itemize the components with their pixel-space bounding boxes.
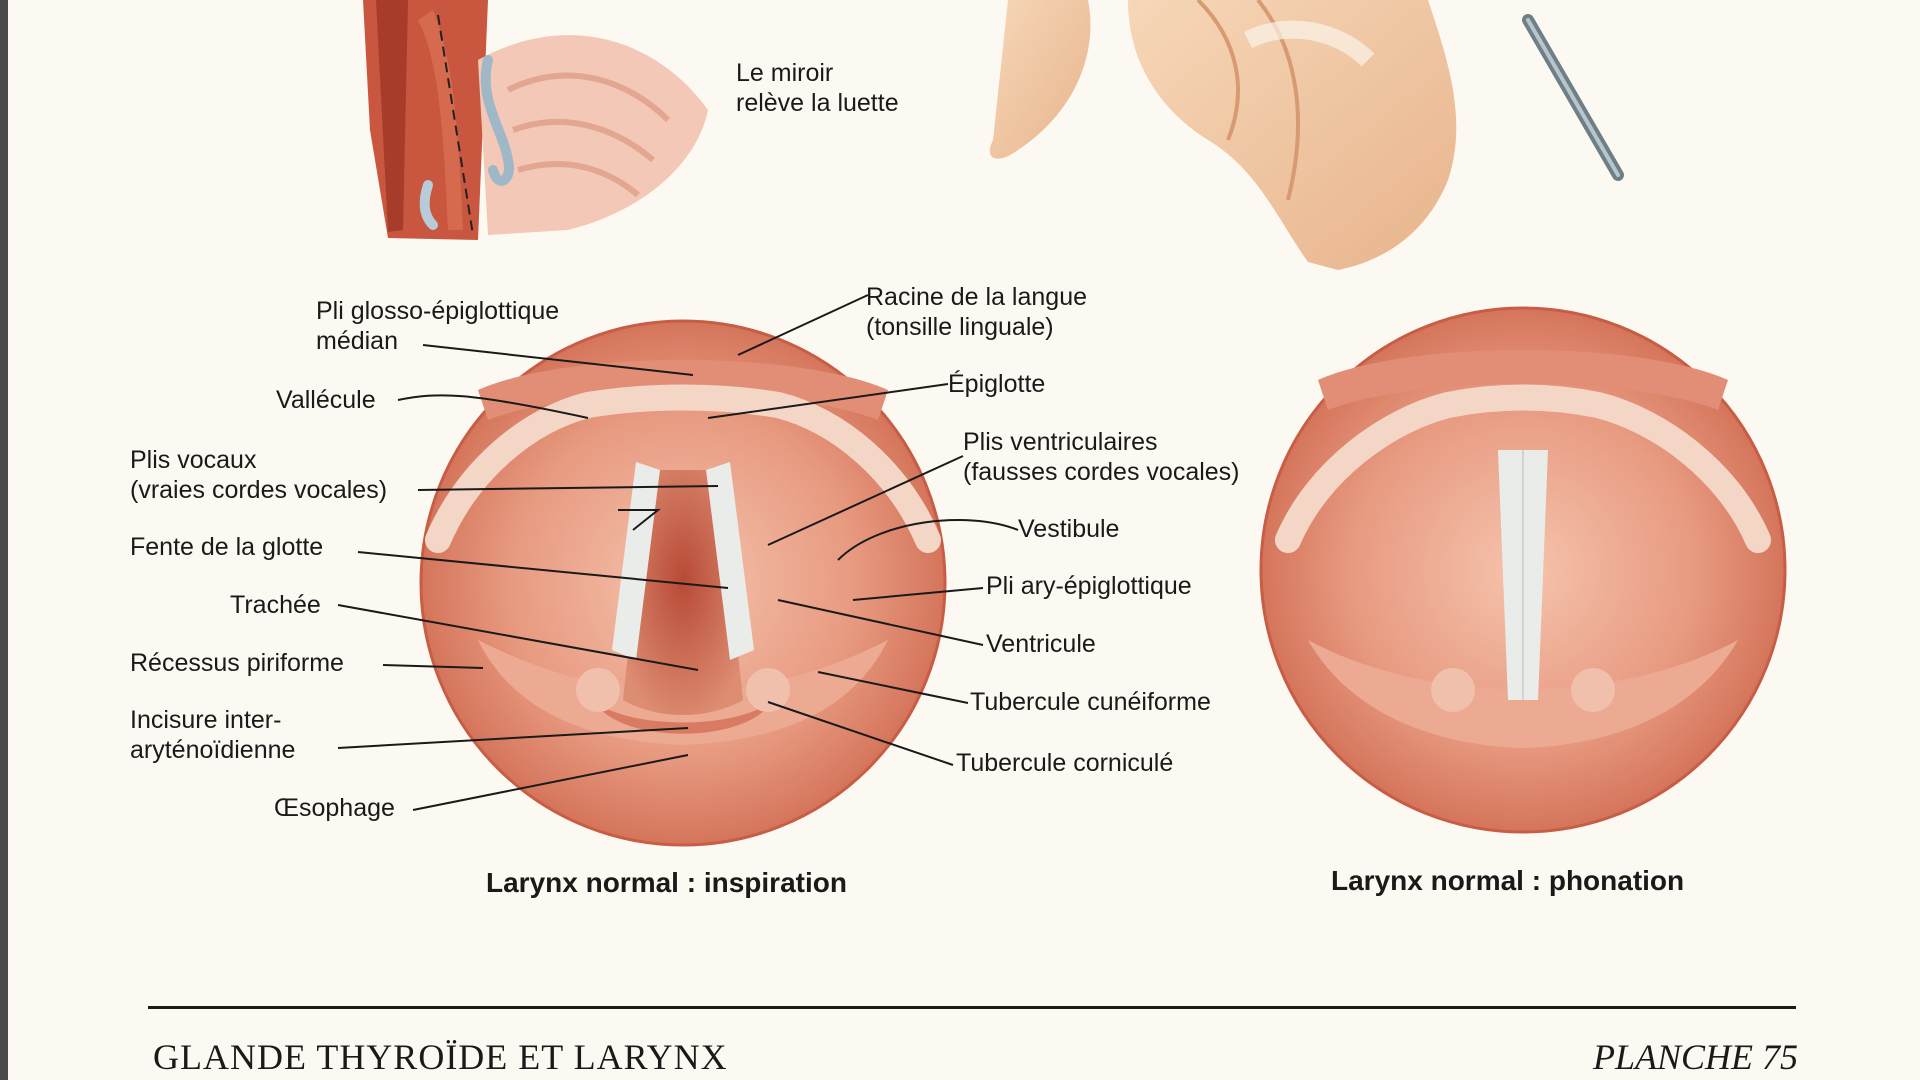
label-plis-ventriculaires: Plis ventriculaires (fausses cordes voca… [963, 427, 1240, 487]
leader-pli-ary [852, 587, 984, 601]
larynx-phonation-illustration [1259, 306, 1787, 834]
leader-incisure [337, 727, 689, 749]
anatomy-plate: Le miroir relève la luette Pli glosso-ép… [8, 0, 1920, 1080]
leader-trachee [337, 604, 699, 671]
label-incisure-line2: aryténoïdienne [130, 736, 296, 764]
larynx-inspiration-illustration [419, 319, 947, 847]
leader-oesophage [412, 754, 689, 811]
label-plis-vocaux-line2: (vraies cordes vocales) [130, 476, 388, 504]
label-pli-ary-epiglottique: Pli ary-épiglottique [986, 572, 1192, 600]
leader-ventricule [777, 599, 984, 646]
label-oesophage: Œsophage [274, 794, 395, 822]
illustration [337, 0, 1787, 847]
footer-plate-number: PLANCHE 75 [1592, 1037, 1798, 1077]
footer-rule [148, 1006, 1796, 1009]
leader-epiglotte [707, 383, 949, 419]
leader-pli-glosso [422, 344, 694, 376]
label-pli-glosso-line1: Pli glosso-épiglottique [316, 297, 560, 325]
leader-recessus [382, 664, 484, 669]
label-racine-langue: Racine de la langue (tonsille linguale) [866, 282, 1087, 342]
label-incisure-interarytenoidienne: Incisure inter- aryténoïdienne [130, 705, 295, 765]
leader-vallecule [397, 394, 589, 419]
label-fente-glotte: Fente de la glotte [130, 533, 324, 561]
footer-title: GLANDE THYROÏDE ET LARYNX [153, 1037, 728, 1077]
label-trachee: Trachée [230, 591, 321, 619]
leader-racine [737, 294, 869, 356]
leader-tub-cuneiforme [817, 671, 969, 704]
label-mirror-line2: relève la luette [736, 89, 899, 117]
label-plis-vocaux: Plis vocaux (vraies cordes vocales) [130, 445, 387, 505]
label-vallecule: Vallécule [276, 386, 376, 414]
caption-inspiration: Larynx normal : inspiration [486, 867, 847, 898]
label-epiglotte: Épiglotte [948, 370, 1046, 398]
caption-phonation: Larynx normal : phonation [1331, 865, 1685, 896]
label-tubercule-cuneiforme: Tubercule cunéiforme [970, 688, 1211, 716]
leader-lines [337, 294, 1019, 811]
label-incisure-line1: Incisure inter- [130, 706, 282, 734]
label-racine-line1: Racine de la langue [866, 283, 1087, 311]
leader-plis-vocaux-fork [618, 509, 661, 531]
label-tubercule-cornicule: Tubercule corniculé [956, 749, 1174, 777]
label-pli-glosso-epiglottique: Pli glosso-épiglottique médian [316, 296, 559, 356]
leader-tub-cornicule [767, 701, 954, 766]
label-vestibule: Vestibule [1018, 515, 1120, 543]
label-mirror-line1: Le miroir [736, 59, 834, 87]
label-pli-glosso-line2: médian [316, 327, 398, 355]
leader-vestibule [837, 519, 1019, 561]
label-recessus-piriforme: Récessus piriforme [130, 649, 344, 677]
label-plis-vocaux-line1: Plis vocaux [130, 446, 257, 474]
sagittal-section-illustration [363, 0, 708, 240]
label-plis-ventr-line1: Plis ventriculaires [963, 428, 1158, 456]
label-ventricule: Ventricule [986, 630, 1096, 658]
leader-fente [357, 551, 729, 589]
leader-plis-ventriculaires [767, 455, 964, 546]
leader-plis-vocaux [417, 485, 719, 491]
label-mirror: Le miroir relève la luette [736, 58, 899, 118]
label-plis-ventr-line2: (fausses cordes vocales) [963, 458, 1240, 486]
hand-illustration [989, 0, 1624, 270]
label-racine-line2: (tonsille linguale) [866, 313, 1054, 341]
